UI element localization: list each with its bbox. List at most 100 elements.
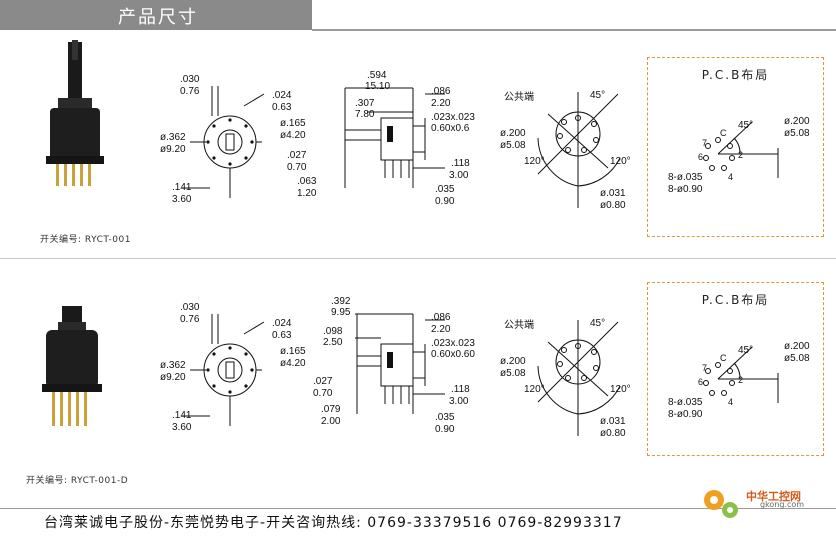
svg-text:.118: .118 <box>451 158 470 169</box>
svg-text:7.80: 7.80 <box>355 109 375 120</box>
svg-text:2.50: 2.50 <box>323 337 343 348</box>
svg-text:.035: .035 <box>435 184 455 195</box>
svg-text:.023x.023: .023x.023 <box>431 338 475 349</box>
pcb-title-1: P.C.B布局 <box>701 68 770 82</box>
svg-text:.141: .141 <box>172 410 192 421</box>
contact-footer: 台湾莱诚电子股份-东莞悦势电子-开关咨询热线: 0769-33379516 07… <box>44 515 623 531</box>
svg-text:2.00: 2.00 <box>321 416 341 427</box>
svg-text:C: C <box>720 353 727 363</box>
svg-text:ø0.80: ø0.80 <box>600 200 626 211</box>
svg-text:0.76: 0.76 <box>180 314 200 325</box>
svg-text:.079: .079 <box>321 404 341 415</box>
svg-text:6: 6 <box>698 152 703 162</box>
svg-text:ø.362: ø.362 <box>160 360 186 371</box>
svg-text:2.20: 2.20 <box>431 324 451 335</box>
svg-text:.086: .086 <box>431 312 451 323</box>
svg-text:8-ø.035: 8-ø.035 <box>668 397 703 408</box>
svg-text:.098: .098 <box>323 326 343 337</box>
svg-text:C: C <box>720 128 727 138</box>
svg-text:0.90: 0.90 <box>435 424 455 435</box>
svg-text:ø.200: ø.200 <box>500 356 526 367</box>
svg-text:0.70: 0.70 <box>313 388 333 399</box>
svg-text:7: 7 <box>702 363 707 373</box>
svg-text:8-ø0.90: 8-ø0.90 <box>668 409 703 420</box>
header-rule <box>312 29 836 31</box>
svg-text:8-ø0.90: 8-ø0.90 <box>668 184 703 195</box>
svg-text:.027: .027 <box>287 150 307 161</box>
svg-text:ø5.08: ø5.08 <box>784 128 810 139</box>
svg-text:.023x.023: .023x.023 <box>431 112 475 123</box>
svg-text:7: 7 <box>702 138 707 148</box>
svg-text:ø.165: ø.165 <box>280 118 306 129</box>
svg-text:ø4.20: ø4.20 <box>280 130 306 141</box>
svg-text:2.20: 2.20 <box>431 98 451 109</box>
switch-photo-1 <box>46 40 104 186</box>
watermark-site: gkong.com <box>760 500 805 509</box>
svg-text:45°: 45° <box>738 120 753 131</box>
part-number-2: 开关编号: RYCT-001-D <box>26 476 129 486</box>
svg-text:ø5.08: ø5.08 <box>500 368 526 379</box>
svg-text:120°: 120° <box>524 156 545 167</box>
svg-text:.063: .063 <box>297 176 317 187</box>
svg-text:2: 2 <box>738 150 743 160</box>
svg-text:.594: .594 <box>367 70 387 81</box>
switch-photo-2 <box>42 306 102 426</box>
svg-text:ø4.20: ø4.20 <box>280 358 306 369</box>
svg-text:1.20: 1.20 <box>297 188 317 199</box>
svg-text:ø.362: ø.362 <box>160 132 186 143</box>
svg-text:ø.200: ø.200 <box>784 116 810 127</box>
section-divider <box>0 258 836 259</box>
svg-text:.030: .030 <box>180 74 200 85</box>
svg-text:0.63: 0.63 <box>272 102 292 113</box>
footer-rule <box>0 508 836 509</box>
part-number-1: 开关编号: RYCT-001 <box>40 235 131 245</box>
svg-text:0.60x0.60: 0.60x0.60 <box>431 349 475 360</box>
front-view-1: .030 0.76 .024 0.63 ø.165 ø4.20 ø.362 ø9… <box>160 74 306 205</box>
svg-text:3.60: 3.60 <box>172 194 192 205</box>
svg-text:公共端: 公共端 <box>504 90 534 103</box>
svg-text:45°: 45° <box>590 90 605 101</box>
svg-text:3.60: 3.60 <box>172 422 192 433</box>
pin-pattern-2: 公共端 45° ø.200 ø5.08 120° 120° ø.031 ø0.8… <box>500 318 631 439</box>
svg-text:0.76: 0.76 <box>180 86 200 97</box>
svg-text:.027: .027 <box>313 376 333 387</box>
front-view-2: .030 0.76 .024 0.63 ø.165 ø4.20 ø.362 ø9… <box>160 302 306 433</box>
svg-text:120°: 120° <box>610 384 631 395</box>
svg-text:120°: 120° <box>610 156 631 167</box>
svg-text:8-ø.035: 8-ø.035 <box>668 172 703 183</box>
svg-text:公共端: 公共端 <box>504 318 534 331</box>
pcb-layout-box-1: P.C.B布局 45° ø.200 ø5.08 C 2 4 6 7 8-ø.03… <box>647 57 824 237</box>
svg-text:9.95: 9.95 <box>331 307 351 318</box>
svg-text:.024: .024 <box>272 318 292 329</box>
svg-text:.392: .392 <box>331 296 351 307</box>
svg-text:0.90: 0.90 <box>435 196 455 207</box>
svg-text:0.63: 0.63 <box>272 330 292 341</box>
svg-text:ø0.80: ø0.80 <box>600 428 626 439</box>
svg-text:.035: .035 <box>435 412 455 423</box>
svg-text:ø5.08: ø5.08 <box>784 353 810 364</box>
svg-text:45°: 45° <box>590 318 605 329</box>
svg-text:4: 4 <box>728 397 733 407</box>
svg-text:2: 2 <box>738 375 743 385</box>
page-title: 产品尺寸 <box>118 7 198 28</box>
svg-text:4: 4 <box>728 172 733 182</box>
pcb-layout-box-2: P.C.B布局 45° ø.200 ø5.08 C 2 4 6 7 8-ø.03… <box>647 282 824 456</box>
svg-text:.141: .141 <box>172 182 192 193</box>
svg-text:3.00: 3.00 <box>449 170 469 181</box>
svg-text:6: 6 <box>698 377 703 387</box>
svg-text:.024: .024 <box>272 90 292 101</box>
svg-text:3.00: 3.00 <box>449 396 469 407</box>
pcb-title-2: P.C.B布局 <box>701 293 770 307</box>
watermark-brand: 中华工控网 <box>746 490 801 503</box>
svg-text:.086: .086 <box>431 86 451 97</box>
gear-logo-icon <box>704 490 738 518</box>
side-view-2: .392 9.95 .098 2.50 .086 2.20 .023x.023 … <box>313 296 475 435</box>
svg-text:120°: 120° <box>524 384 545 395</box>
svg-text:15.10: 15.10 <box>365 81 390 92</box>
svg-text:ø5.08: ø5.08 <box>500 140 526 151</box>
pcb-diagram-1: 45° ø.200 ø5.08 C 2 4 6 7 8-ø.035 8-ø0.9… <box>668 116 810 195</box>
svg-text:ø.165: ø.165 <box>280 346 306 357</box>
svg-text:.118: .118 <box>451 384 470 395</box>
svg-text:ø.200: ø.200 <box>784 341 810 352</box>
svg-text:45°: 45° <box>738 345 753 356</box>
